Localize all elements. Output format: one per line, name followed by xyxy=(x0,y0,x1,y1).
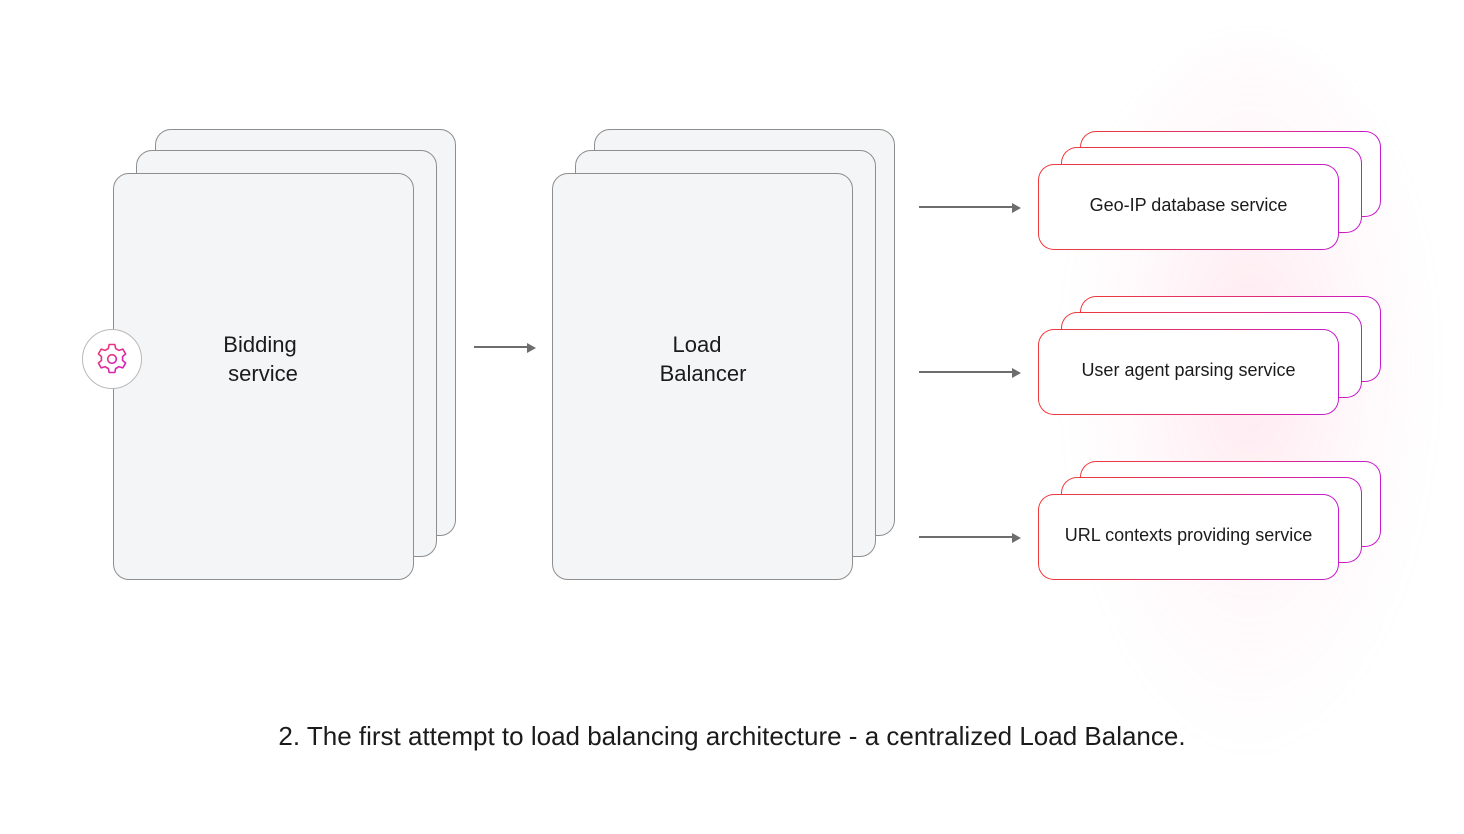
lb-card-front xyxy=(552,173,853,580)
arrow-lb-to-useragent xyxy=(919,366,1021,378)
lb-label-line2: Balancer xyxy=(659,361,747,386)
arrow-lb-to-url xyxy=(919,531,1021,543)
gear-icon xyxy=(97,343,127,374)
geoip-card-front xyxy=(1038,164,1339,250)
bidding-label-line1: Bidding xyxy=(223,332,297,357)
figure-caption: 2. The first attempt to load balancing a… xyxy=(278,721,1186,751)
arrow-lb-to-geoip xyxy=(919,201,1021,213)
bidding-card-front xyxy=(113,173,414,580)
arrow-bidding-to-lb xyxy=(474,341,536,353)
useragent-service-label: User agent parsing service xyxy=(1081,360,1296,380)
bidding-label-line2: service xyxy=(228,361,298,386)
gear-badge xyxy=(82,329,142,389)
useragent-card-front xyxy=(1038,329,1339,415)
url-card-front xyxy=(1038,494,1339,580)
geoip-service-label: Geo-IP database service xyxy=(1089,195,1288,215)
lb-label-line1: Load xyxy=(672,332,722,357)
load-balancer-label: Load Balancer xyxy=(630,330,770,388)
bidding-service-label: Bidding service xyxy=(190,330,330,388)
url-service-label: URL contexts providing service xyxy=(1064,525,1313,545)
